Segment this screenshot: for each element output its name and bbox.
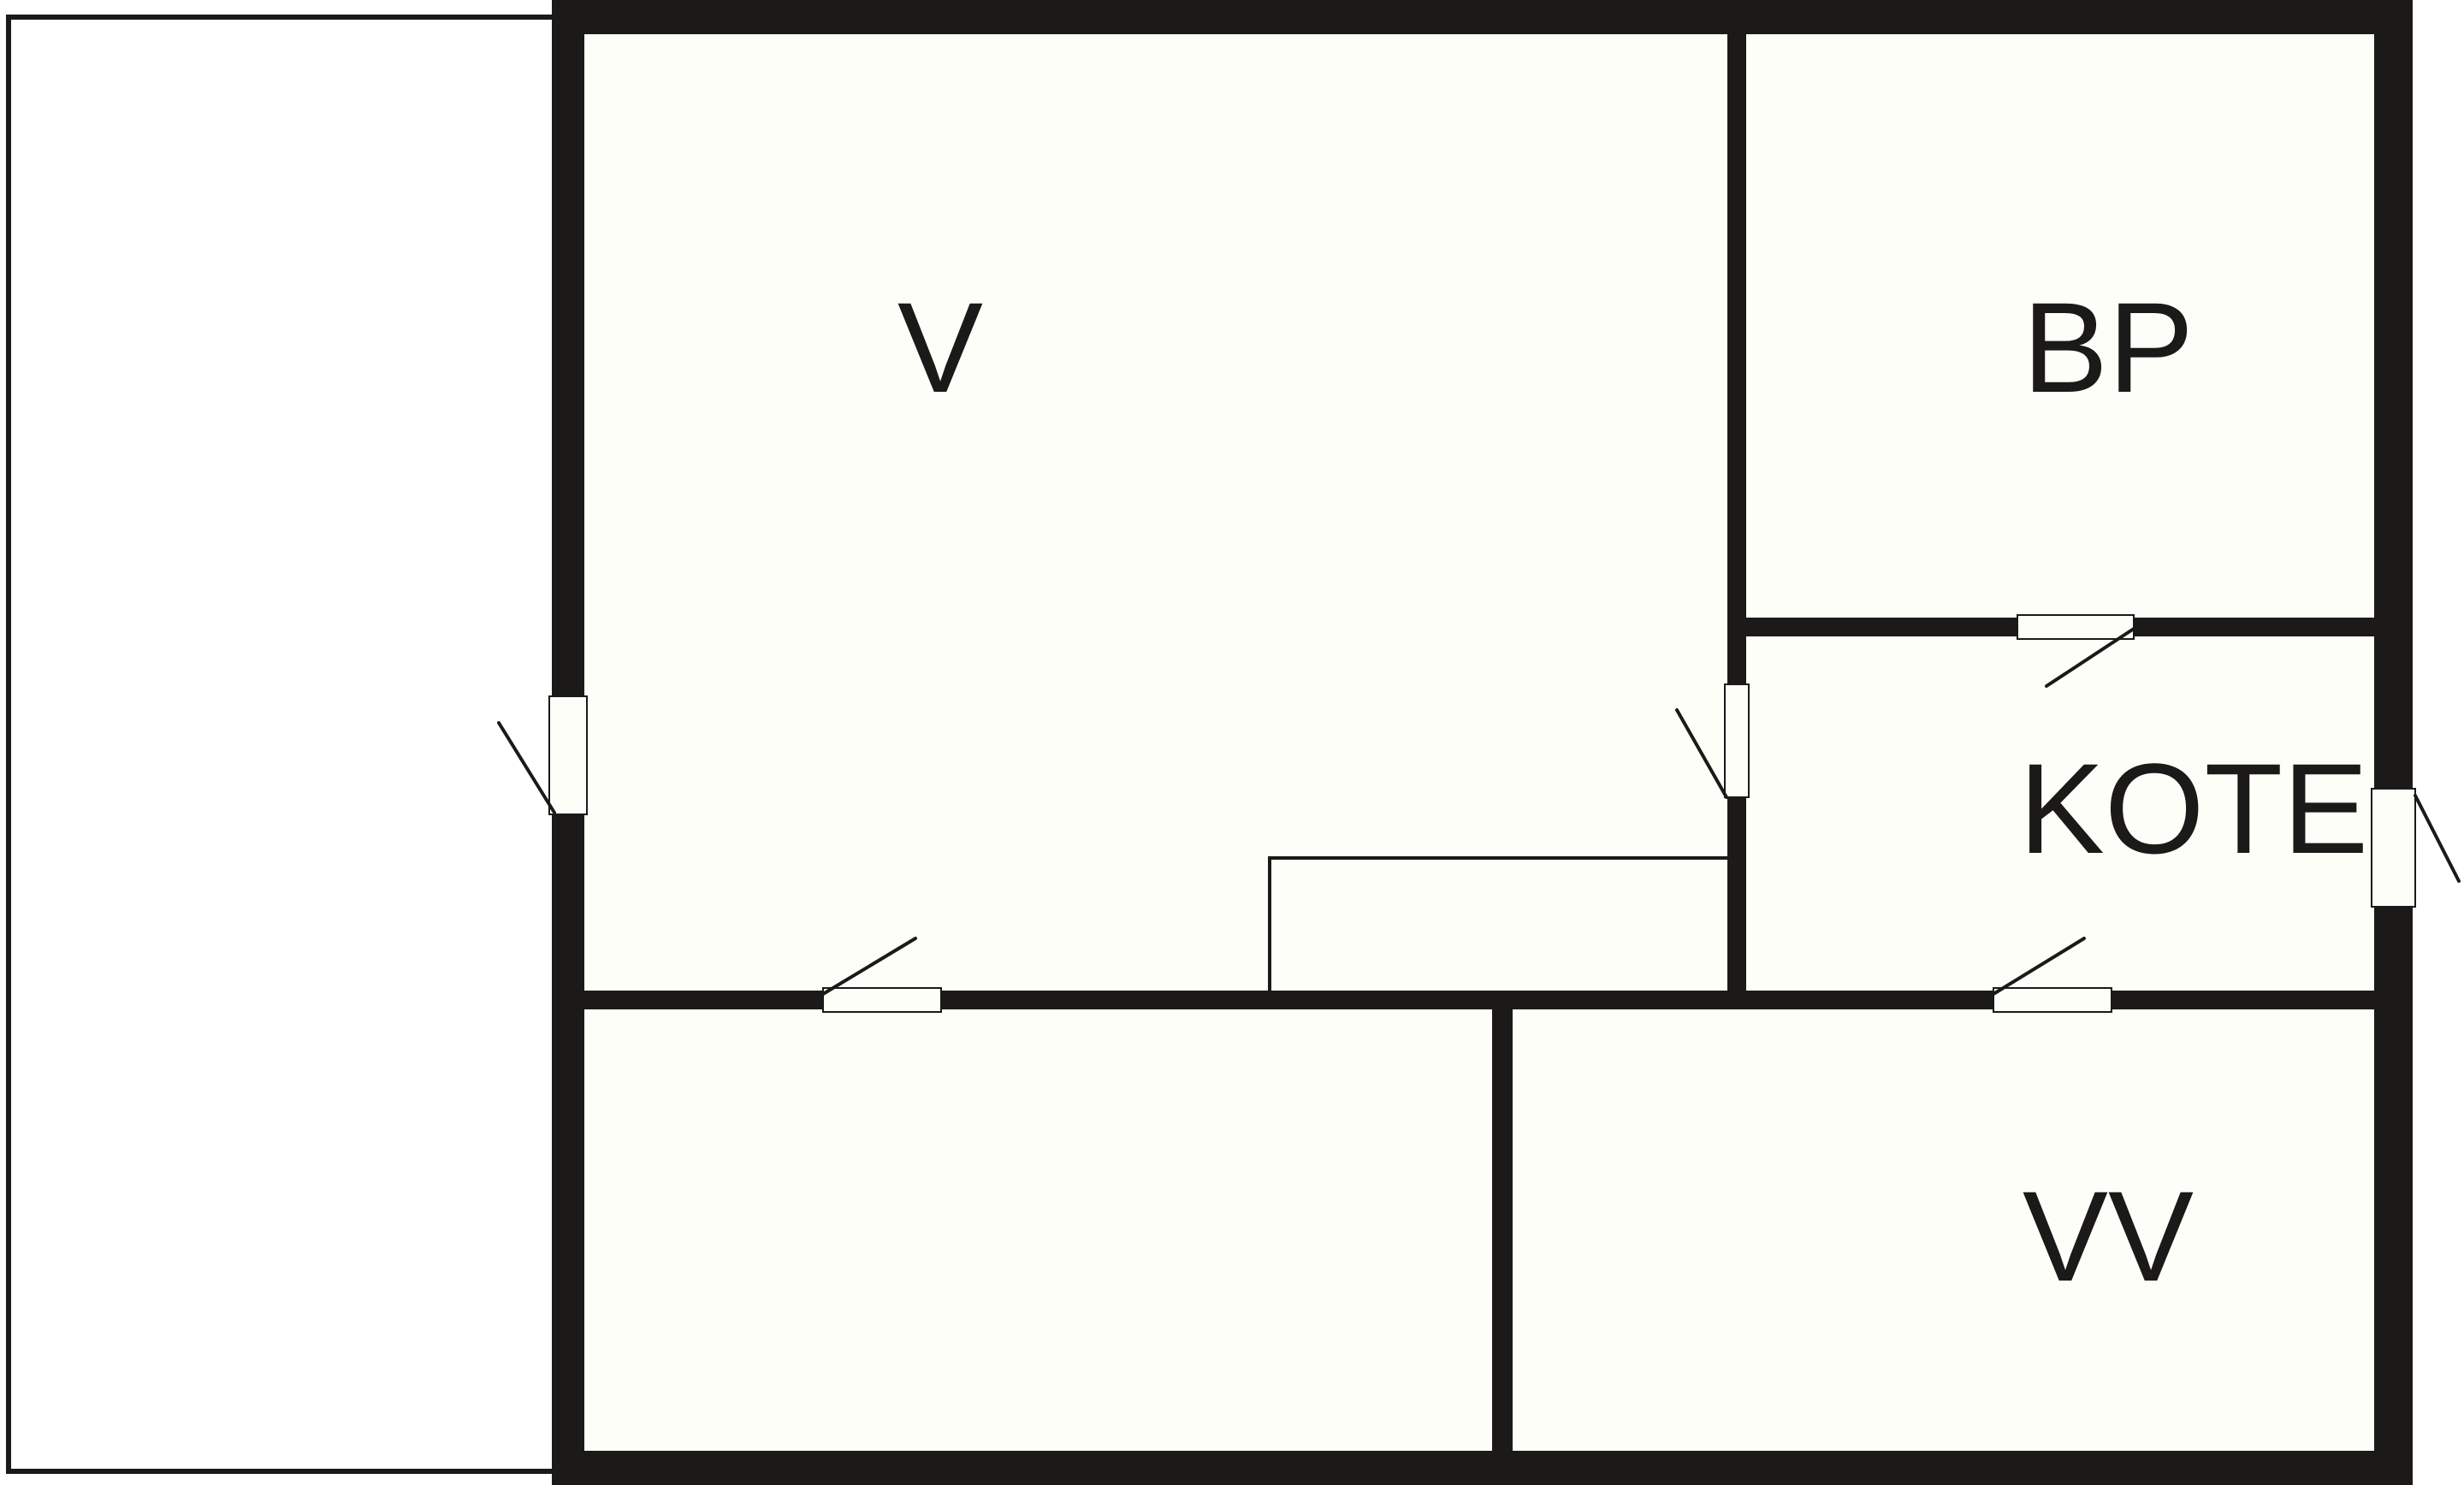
- wall-interior-vertical-upper: [1727, 34, 1746, 1003]
- wall-right: [2374, 0, 2413, 1485]
- room-label-bathroom: VV: [2023, 1164, 2194, 1308]
- wall-interior-vertical-lower: [1492, 991, 1513, 1451]
- room-label-living: V: [897, 275, 983, 419]
- wall-interior-horizontal-middle: [584, 991, 2374, 1009]
- door-gap-living-hall: [1725, 684, 1749, 797]
- wall-top: [552, 0, 2413, 34]
- door-swing-left-exterior: [497, 721, 556, 814]
- door-gap-left-exterior: [549, 696, 587, 814]
- building-floor: [552, 0, 2413, 1485]
- closet-outline: [1268, 856, 1727, 991]
- room-label-bedroom: BP: [2023, 275, 2194, 419]
- door-gap-right-exterior: [2372, 789, 2415, 907]
- door-swing-right-exterior: [2414, 794, 2461, 883]
- door-swing-bedroom: [2045, 627, 2135, 688]
- door-swing-lower-left: [821, 937, 917, 996]
- terrace-area: [6, 15, 559, 1474]
- door-jambs: [548, 614, 2416, 1013]
- room-label-hall: KOTE: [2019, 737, 2368, 880]
- wall-bottom: [552, 1451, 2413, 1485]
- door-swing-bathroom: [1992, 937, 2086, 996]
- door-swing-living-hall: [1675, 708, 1728, 799]
- door-gap-lower-left: [823, 988, 941, 1012]
- door-gap-bathroom: [1993, 988, 2112, 1012]
- door-gap-bedroom: [2017, 615, 2134, 639]
